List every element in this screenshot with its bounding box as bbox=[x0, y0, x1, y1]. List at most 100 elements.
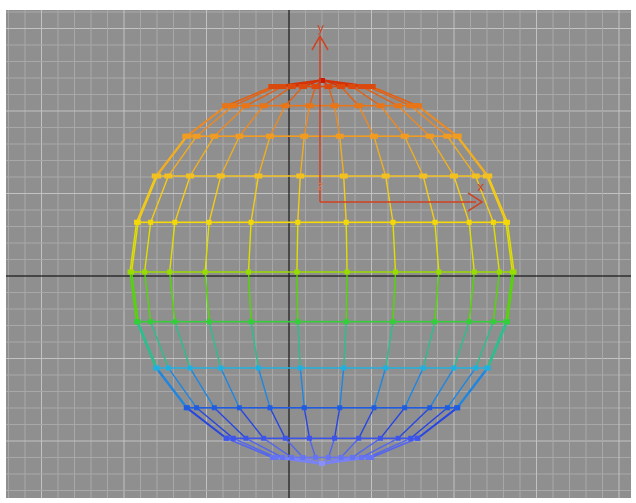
sphere-vertex[interactable] bbox=[343, 219, 349, 225]
sphere-vertex-selected[interactable] bbox=[300, 133, 309, 139]
longitude-edge[interactable] bbox=[220, 135, 240, 177]
longitude-edge[interactable] bbox=[247, 271, 252, 322]
longitude-edge[interactable] bbox=[505, 222, 514, 273]
longitude-edge[interactable] bbox=[226, 85, 274, 107]
sphere-vertex[interactable] bbox=[358, 454, 364, 460]
longitude-edge[interactable] bbox=[189, 367, 215, 409]
sphere-vertex-selected[interactable] bbox=[348, 84, 357, 90]
sphere-vertex[interactable] bbox=[436, 269, 442, 275]
longitude-edge[interactable] bbox=[487, 321, 509, 369]
longitude-edge[interactable] bbox=[299, 136, 305, 177]
longitude-edge[interactable] bbox=[208, 175, 222, 223]
sphere-vertex[interactable] bbox=[236, 405, 242, 411]
longitude-edge[interactable] bbox=[392, 271, 397, 322]
longitude-edge[interactable] bbox=[167, 367, 198, 409]
sphere-vertex[interactable] bbox=[344, 269, 350, 275]
sphere-vertex[interactable] bbox=[300, 454, 306, 460]
sphere-vertex[interactable] bbox=[383, 365, 389, 371]
sphere-vertex[interactable] bbox=[295, 319, 301, 325]
sphere-vertex-selected[interactable] bbox=[414, 103, 422, 109]
sphere-vertex[interactable] bbox=[194, 405, 200, 411]
longitude-edge[interactable] bbox=[220, 367, 240, 409]
sphere-vertex-selected[interactable] bbox=[287, 84, 296, 90]
sphere-vertex-selected[interactable] bbox=[281, 103, 290, 109]
longitude-edge[interactable] bbox=[156, 367, 188, 409]
sphere-vertex[interactable] bbox=[135, 319, 141, 325]
sphere-vertex-selected[interactable] bbox=[376, 103, 385, 109]
sphere-vertex[interactable] bbox=[338, 454, 344, 460]
sphere-vertex-selected[interactable] bbox=[192, 133, 201, 139]
sphere-vertex[interactable] bbox=[289, 454, 295, 460]
sphere-vertex[interactable] bbox=[273, 454, 279, 460]
longitude-edge[interactable] bbox=[208, 321, 222, 369]
viewport-scene[interactable]: x y z bbox=[6, 10, 631, 498]
longitude-edge[interactable] bbox=[379, 407, 406, 439]
sphere-vertex[interactable] bbox=[337, 405, 343, 411]
sphere-vertex[interactable] bbox=[511, 269, 517, 275]
longitude-edge[interactable] bbox=[417, 407, 459, 439]
longitude-edge[interactable] bbox=[155, 367, 187, 409]
sphere-vertex-selected[interactable] bbox=[298, 84, 307, 90]
sphere-vertex[interactable] bbox=[395, 435, 401, 441]
longitude-edge[interactable] bbox=[434, 271, 440, 322]
longitude-edge[interactable] bbox=[422, 321, 436, 369]
sphere-vertex-selected[interactable] bbox=[400, 133, 409, 139]
sphere-vertex-selected[interactable] bbox=[266, 133, 275, 139]
longitude-edge[interactable] bbox=[186, 407, 228, 439]
sphere-vertex-selected[interactable] bbox=[406, 103, 415, 109]
longitude-edge[interactable] bbox=[213, 105, 247, 137]
longitude-edge[interactable] bbox=[429, 135, 455, 177]
sphere-vertex[interactable] bbox=[490, 219, 496, 225]
sphere-vertex-selected[interactable] bbox=[210, 133, 219, 139]
longitude-edge[interactable] bbox=[308, 86, 317, 106]
sphere-vertex-selected[interactable] bbox=[324, 84, 333, 90]
longitude-edge[interactable] bbox=[468, 222, 476, 273]
longitude-edge[interactable] bbox=[308, 438, 317, 458]
sphere-vertex-selected[interactable] bbox=[296, 173, 305, 179]
sphere-vertex[interactable] bbox=[365, 454, 371, 460]
longitude-edge[interactable] bbox=[129, 222, 138, 273]
sphere-vertex-selected[interactable] bbox=[367, 84, 376, 90]
longitude-edge[interactable] bbox=[213, 407, 247, 439]
sphere-vertex[interactable] bbox=[172, 219, 178, 225]
sphere-vertex[interactable] bbox=[504, 319, 510, 325]
sphere-vertex[interactable] bbox=[390, 219, 396, 225]
longitude-edge[interactable] bbox=[487, 175, 509, 223]
longitude-edge[interactable] bbox=[379, 105, 406, 137]
sphere-vertex[interactable] bbox=[261, 435, 267, 441]
sphere-vertex[interactable] bbox=[444, 405, 450, 411]
longitude-edge[interactable] bbox=[474, 321, 494, 369]
longitude-edge[interactable] bbox=[204, 222, 210, 273]
longitude-edge[interactable] bbox=[384, 175, 394, 223]
sphere-vertex-selected[interactable] bbox=[186, 173, 195, 179]
longitude-edge[interactable] bbox=[397, 105, 431, 137]
longitude-edge[interactable] bbox=[339, 367, 345, 408]
longitude-edge[interactable] bbox=[269, 105, 286, 137]
sphere-vertex-selected[interactable] bbox=[222, 103, 231, 109]
longitude-edge[interactable] bbox=[404, 367, 424, 409]
sphere-vertex[interactable] bbox=[371, 405, 377, 411]
longitude-edge[interactable] bbox=[186, 105, 228, 137]
longitude-edge[interactable] bbox=[130, 222, 139, 273]
longitude-edge[interactable] bbox=[245, 85, 283, 107]
sphere-vertex-selected[interactable] bbox=[330, 103, 339, 109]
sphere-vertex-selected[interactable] bbox=[183, 133, 192, 139]
longitude-edge[interactable] bbox=[137, 321, 158, 369]
longitude-edge[interactable] bbox=[296, 271, 299, 322]
longitude-edge[interactable] bbox=[233, 437, 277, 459]
sphere-vertex-selected[interactable] bbox=[484, 173, 493, 179]
sphere-vertex[interactable] bbox=[172, 319, 178, 325]
longitude-edge[interactable] bbox=[446, 135, 477, 177]
sphere-vertex-selected[interactable] bbox=[241, 103, 250, 109]
transform-gizmo[interactable]: x y z bbox=[311, 21, 484, 212]
longitude-edge[interactable] bbox=[373, 136, 387, 177]
longitude-edge[interactable] bbox=[468, 271, 476, 322]
sphere-vertex-selected[interactable] bbox=[339, 173, 348, 179]
sphere-vertex[interactable] bbox=[184, 405, 190, 411]
longitude-edge[interactable] bbox=[130, 271, 139, 322]
longitude-edge[interactable] bbox=[156, 135, 188, 177]
longitude-edge[interactable] bbox=[361, 437, 399, 459]
sphere-vertex[interactable] bbox=[135, 219, 141, 225]
longitude-edge[interactable] bbox=[196, 407, 234, 439]
sphere-vertex[interactable] bbox=[349, 454, 355, 460]
